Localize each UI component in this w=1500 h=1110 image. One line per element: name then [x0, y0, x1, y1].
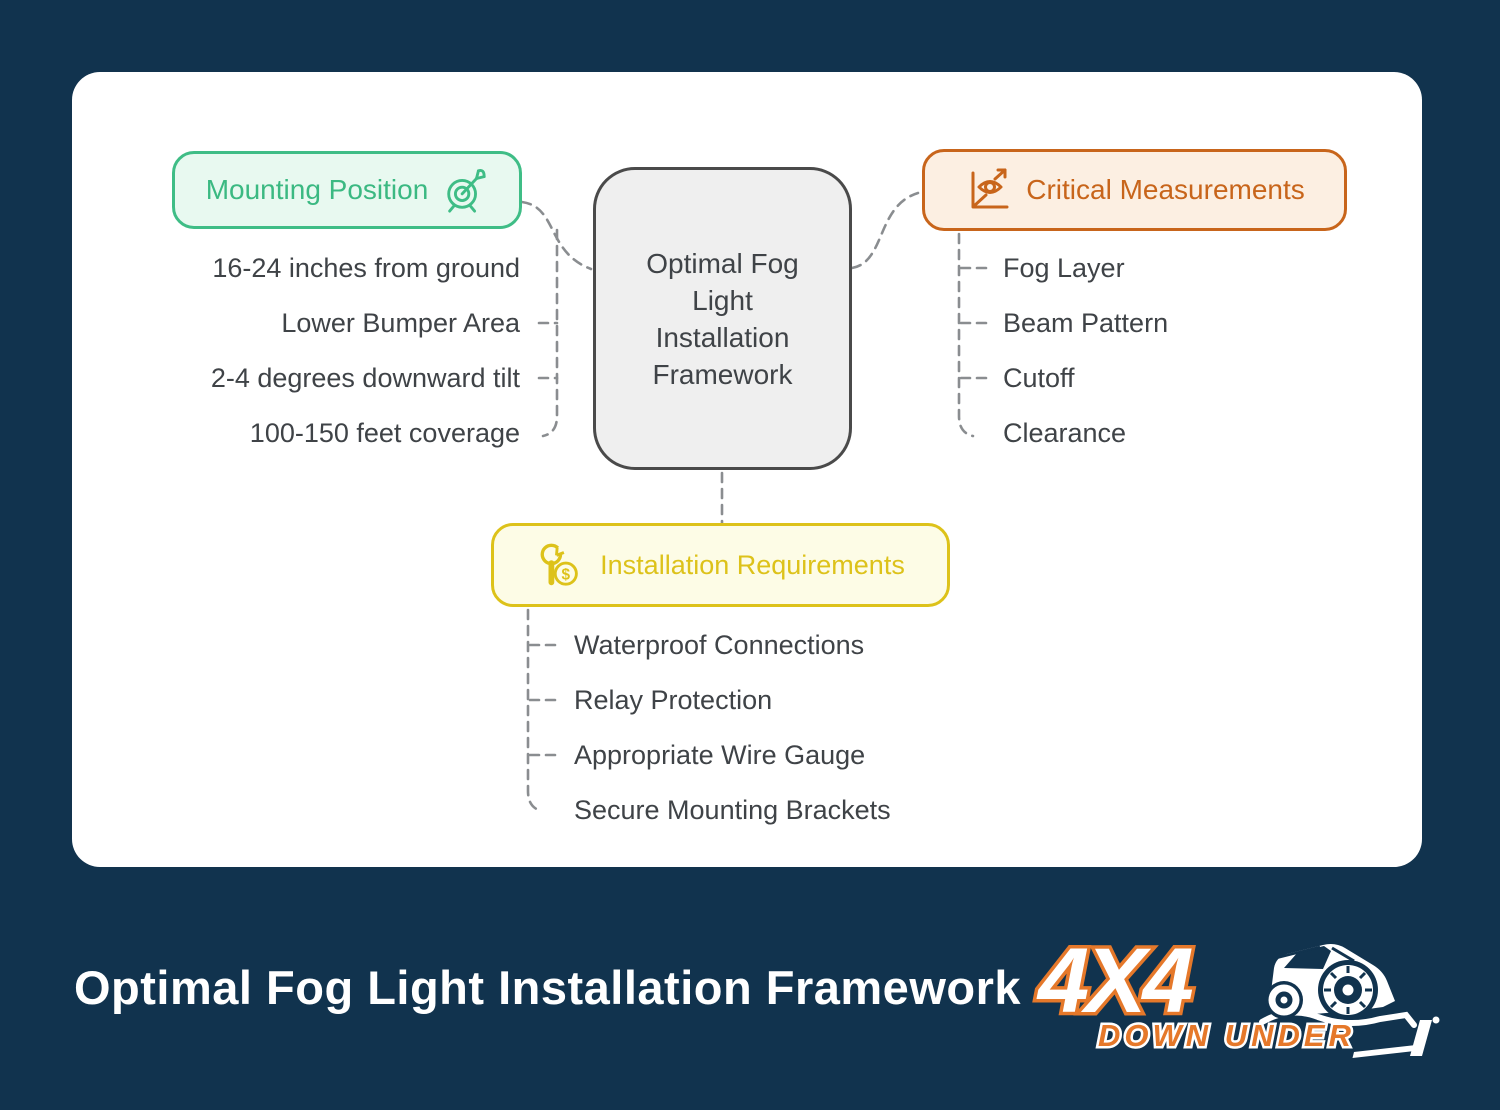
list-item: Appropriate Wire Gauge — [574, 739, 866, 770]
truck-icon — [1259, 944, 1440, 1028]
svg-text:$: $ — [562, 566, 571, 583]
list-item: Fog Layer — [1003, 252, 1125, 283]
brand-logo: 4X4 DOWN UNDER — [1032, 927, 1452, 1088]
logo-down-under-text: DOWN UNDER — [1098, 1018, 1355, 1053]
logo-4x4-text: 4X4 — [1036, 930, 1193, 1032]
list-item: Secure Mounting Brackets — [574, 794, 891, 825]
list-item: Lower Bumper Area — [281, 307, 520, 338]
list-item: 16-24 inches from ground — [212, 252, 520, 283]
list-item: Waterproof Connections — [574, 629, 865, 660]
branch-mounting-position-label: Mounting Position — [205, 174, 429, 205]
branch-critical-measurements-label: Critical Measurements — [1026, 174, 1305, 205]
page-title: Optimal Fog Light Installation Framework — [74, 961, 1022, 1014]
wrench-dollar-icon: $ — [536, 540, 586, 590]
target-dart-icon — [442, 167, 488, 213]
center-node: Optimal Fog Light Installation Framework — [593, 167, 852, 470]
list-item: 2-4 degrees downward tilt — [210, 362, 520, 393]
list-item: Clearance — [1003, 417, 1127, 448]
list-item: Cutoff — [1003, 362, 1075, 393]
logo-underline-accent — [1352, 1045, 1416, 1058]
list-item: 100-150 feet coverage — [249, 417, 520, 448]
branch-installation-requirements-label: Installation Requirements — [600, 549, 905, 580]
branch-installation-requirements: $ Installation Requirements — [491, 523, 950, 607]
branch-mounting-position: Mounting Position — [172, 151, 522, 229]
list-item: Relay Protection — [574, 684, 773, 715]
list-item: Beam Pattern — [1003, 307, 1169, 338]
chart-eye-icon — [964, 166, 1012, 214]
branch-critical-measurements: Critical Measurements — [922, 149, 1347, 231]
